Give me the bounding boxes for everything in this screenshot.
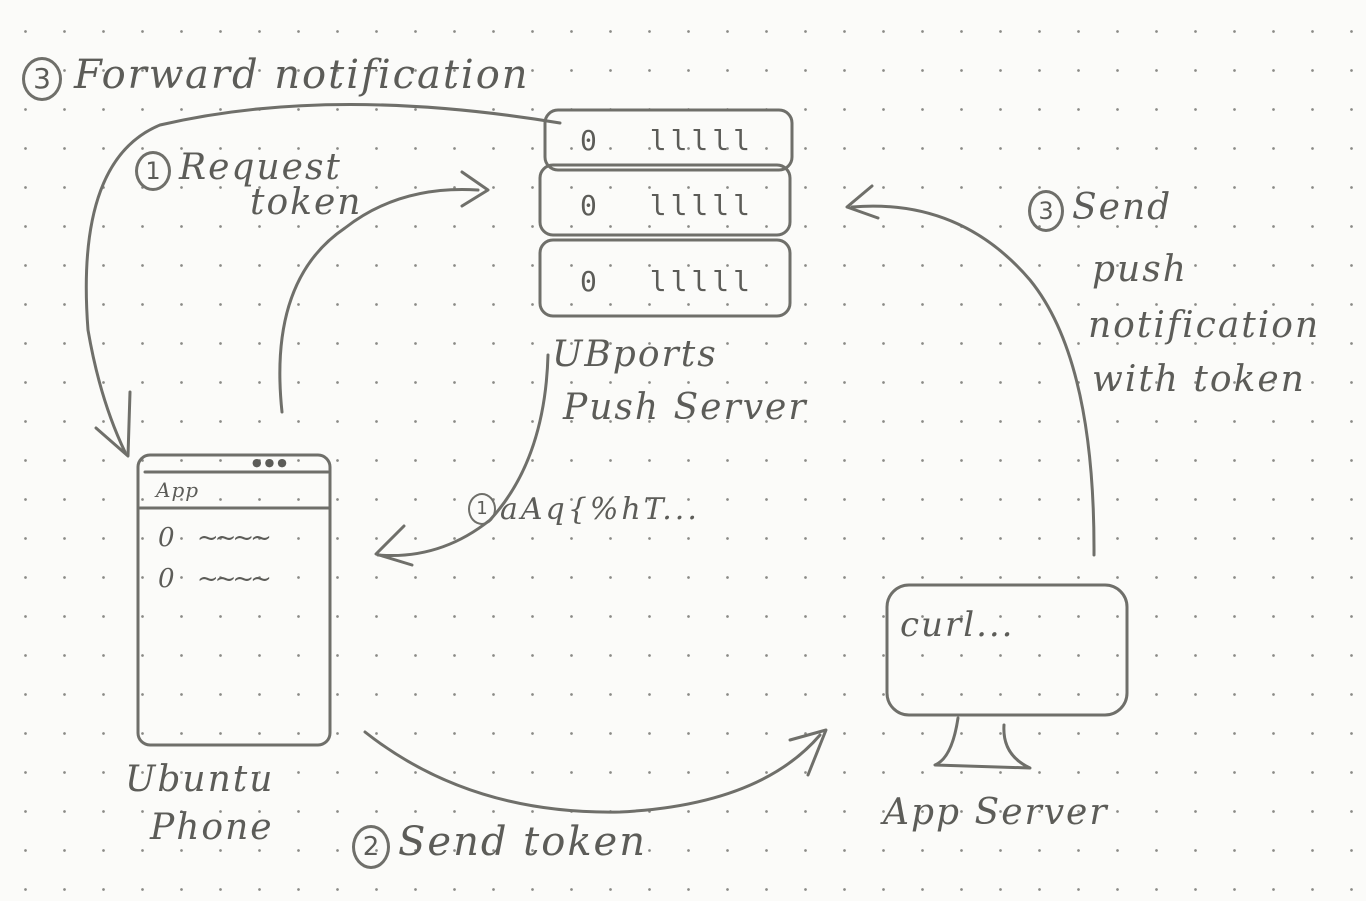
forward-step-number: 3	[22, 57, 62, 101]
server-unit-3-indicator: 0	[580, 265, 601, 298]
send-push-label-line2: push	[1092, 249, 1188, 290]
forward-notification-label: 3 Forward notification	[22, 55, 530, 101]
forward-notification-text: Forward notification	[74, 52, 530, 98]
send-push-arrowhead	[845, 184, 880, 220]
server-unit-1	[543, 108, 794, 172]
server-unit-3-content: 0 lllll	[580, 268, 754, 296]
phone-list-item-2-text: ~~~~	[196, 564, 272, 594]
send-push-label-line3: notification	[1088, 305, 1321, 346]
send-token-arrowhead	[788, 728, 828, 777]
curl-command: curl...	[900, 605, 1015, 645]
phone-body	[136, 453, 332, 747]
push-server-label-line2: Push Server	[563, 387, 808, 428]
phone-label-line1: Ubuntu	[125, 759, 275, 800]
server-unit-2	[538, 163, 792, 237]
token-response-arrowhead	[374, 524, 414, 567]
phone-list-item-1-bullet: 0	[158, 523, 175, 553]
server-unit-3-bars: lllll	[649, 265, 755, 298]
request-token-arrowhead	[460, 170, 490, 208]
send-push-step-number: 3	[1028, 190, 1064, 232]
token-step-number: 1	[468, 493, 496, 525]
server-unit-3	[538, 238, 792, 318]
forward-notification-arrow	[84, 102, 562, 454]
push-server-label-line1: UBports	[552, 334, 718, 375]
phone-list-item-1: 0 ~~~~	[158, 523, 272, 553]
phone-list-item-2: 0 ~~~~	[158, 564, 272, 594]
send-token-arrow	[363, 730, 822, 814]
phone-app-title: App	[156, 478, 200, 502]
request-token-arrow	[278, 188, 480, 414]
monitor-screen	[885, 583, 1129, 717]
send-token-step-number: 2	[352, 825, 390, 869]
forward-notification-arrowhead	[94, 390, 132, 458]
request-token-line2: token	[250, 182, 363, 223]
server-unit-1-indicator: 0	[580, 124, 601, 157]
phone-list-item-2-bullet: 0	[158, 564, 175, 594]
server-unit-2-indicator: 0	[580, 189, 601, 222]
send-push-label-line4: with token	[1092, 359, 1306, 400]
server-unit-2-content: 0 lllll	[580, 192, 754, 220]
send-push-arrow	[850, 204, 1096, 557]
token-value-text: aAq{%hT...	[500, 492, 700, 527]
phone-status-dots: ●●●	[252, 456, 290, 469]
server-unit-1-content: 0 lllll	[580, 127, 754, 155]
request-step-number: 1	[135, 151, 171, 191]
server-unit-1-bars: lllll	[649, 124, 755, 157]
send-push-line1-text: Send	[1072, 187, 1173, 228]
request-token-line1: Request	[179, 147, 342, 188]
monitor-stand	[933, 716, 1032, 770]
send-token-text: Send token	[398, 819, 647, 865]
server-unit-2-bars: lllll	[649, 189, 755, 222]
phone-list-item-1-text: ~~~~	[196, 523, 272, 553]
phone-label-line2: Phone	[150, 807, 274, 848]
app-server-label: App Server	[883, 792, 1109, 833]
